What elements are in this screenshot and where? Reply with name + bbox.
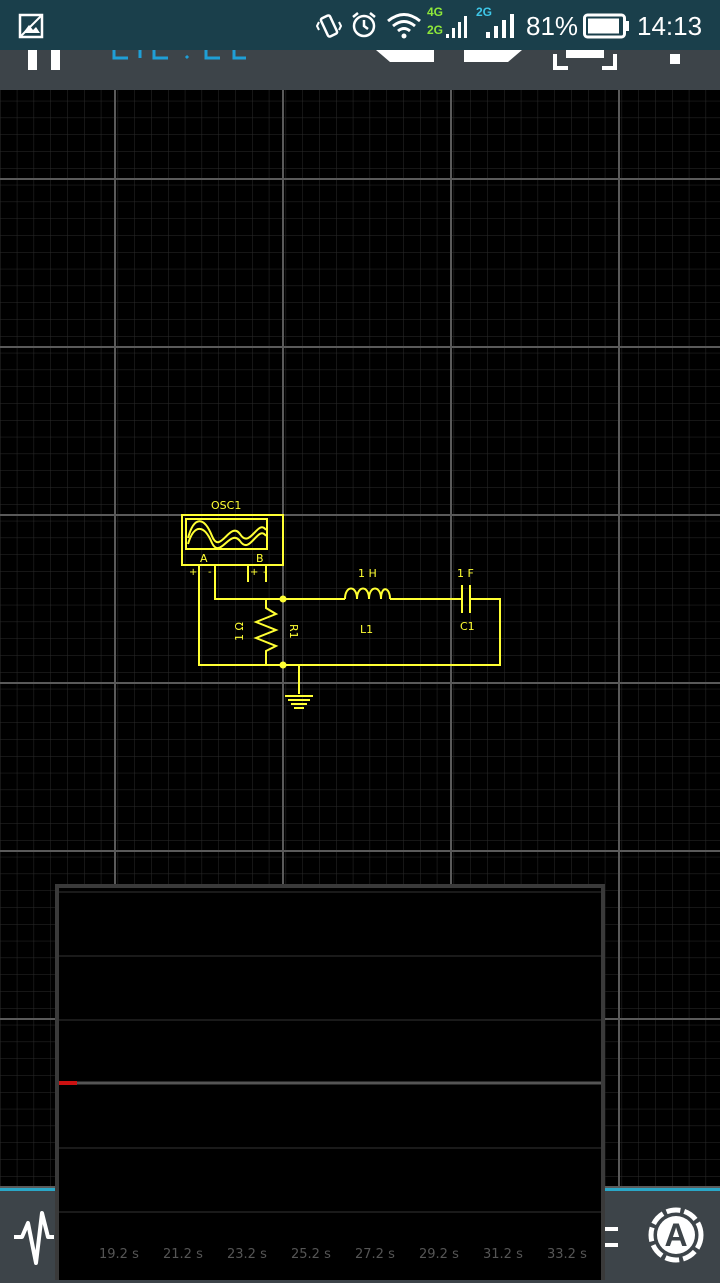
scope-time-label: 25.2 s bbox=[291, 1247, 331, 1262]
wifi-icon bbox=[387, 13, 421, 39]
oscilloscope-panel[interactable]: 19.2 s 21.2 s 23.2 s 25.2 s 27.2 s 29.2 s 31.2… bbox=[55, 884, 605, 1280]
waveform-icon[interactable] bbox=[12, 1207, 56, 1267]
image-icon bbox=[18, 13, 44, 39]
battery-icon bbox=[583, 13, 629, 39]
capacitor-component[interactable]: 1 F C1 bbox=[457, 567, 475, 633]
toolbar bbox=[0, 50, 720, 90]
scope-time-label: 21.2 s bbox=[163, 1247, 203, 1262]
status-bar: 4G 2G 2G 81% 14:13 bbox=[0, 0, 720, 50]
junction-node[interactable] bbox=[279, 661, 287, 669]
scope-time-label: 23.2 s bbox=[227, 1247, 267, 1262]
vibrate-icon bbox=[316, 14, 342, 38]
inductor-component[interactable]: 1 H L1 bbox=[344, 567, 391, 636]
resistor-name: R1 bbox=[287, 624, 300, 639]
signal-icon-sim1 bbox=[446, 16, 467, 38]
undo-icon[interactable] bbox=[374, 50, 438, 64]
scope-gridlines bbox=[59, 891, 601, 1213]
resistor-value: 1 Ω bbox=[233, 622, 246, 641]
resistor-component[interactable]: 1 Ω R1 bbox=[233, 599, 300, 665]
inductor-value: 1 H bbox=[358, 567, 377, 580]
scope-time-label: 19.2 s bbox=[99, 1247, 139, 1262]
network-type-2g-b: 2G bbox=[476, 5, 493, 19]
battery-percent: 81% bbox=[526, 11, 579, 41]
oscilloscope-component[interactable]: OSC1 A B + - + - bbox=[181, 499, 284, 582]
oscilloscope-channel-a: A bbox=[200, 552, 208, 565]
scope-time-label: 29.2 s bbox=[419, 1247, 459, 1262]
menu-icon[interactable] bbox=[604, 1225, 618, 1249]
scope-time-labels: 19.2 s 21.2 s 23.2 s 25.2 s 27.2 s 29.2 s 31.2… bbox=[99, 1247, 587, 1262]
auto-scale-icon[interactable]: A bbox=[648, 1207, 704, 1263]
alarm-icon bbox=[352, 12, 376, 38]
oscilloscope-channel-b: B bbox=[256, 552, 264, 565]
network-type-4g: 4G bbox=[427, 5, 444, 19]
ground-component[interactable] bbox=[285, 665, 313, 709]
scope-time-label: 27.2 s bbox=[355, 1247, 395, 1262]
oscilloscope-label: OSC1 bbox=[211, 499, 241, 512]
capacitor-name: C1 bbox=[460, 620, 475, 633]
wire-ground-loop[interactable] bbox=[198, 565, 501, 666]
pause-icon[interactable] bbox=[28, 50, 64, 72]
wire-probe-minus[interactable] bbox=[214, 565, 283, 600]
inductor-name: L1 bbox=[360, 623, 373, 636]
fit-screen-icon[interactable] bbox=[552, 50, 618, 72]
scope-time-label: 33.2 s bbox=[547, 1247, 587, 1262]
redo-icon[interactable] bbox=[462, 50, 526, 64]
network-type-2g-a: 2G bbox=[427, 23, 444, 37]
signal-icon-sim2 bbox=[486, 14, 514, 38]
overflow-menu-icon[interactable] bbox=[668, 50, 682, 70]
auto-scale-ring bbox=[648, 1207, 704, 1263]
simulation-readout bbox=[112, 50, 246, 60]
scope-time-label: 31.2 s bbox=[483, 1247, 523, 1262]
capacitor-value: 1 F bbox=[457, 567, 474, 580]
clock: 14:13 bbox=[637, 11, 703, 41]
auto-scale-label: A bbox=[664, 1217, 688, 1253]
channel-b-plus: + bbox=[250, 567, 258, 578]
circuit: OSC1 A B + - + - 1 Ω R1 bbox=[181, 499, 501, 709]
channel-a-plus: + bbox=[189, 567, 197, 578]
channel-a-minus: - bbox=[208, 567, 212, 578]
junction-node[interactable] bbox=[279, 595, 287, 603]
